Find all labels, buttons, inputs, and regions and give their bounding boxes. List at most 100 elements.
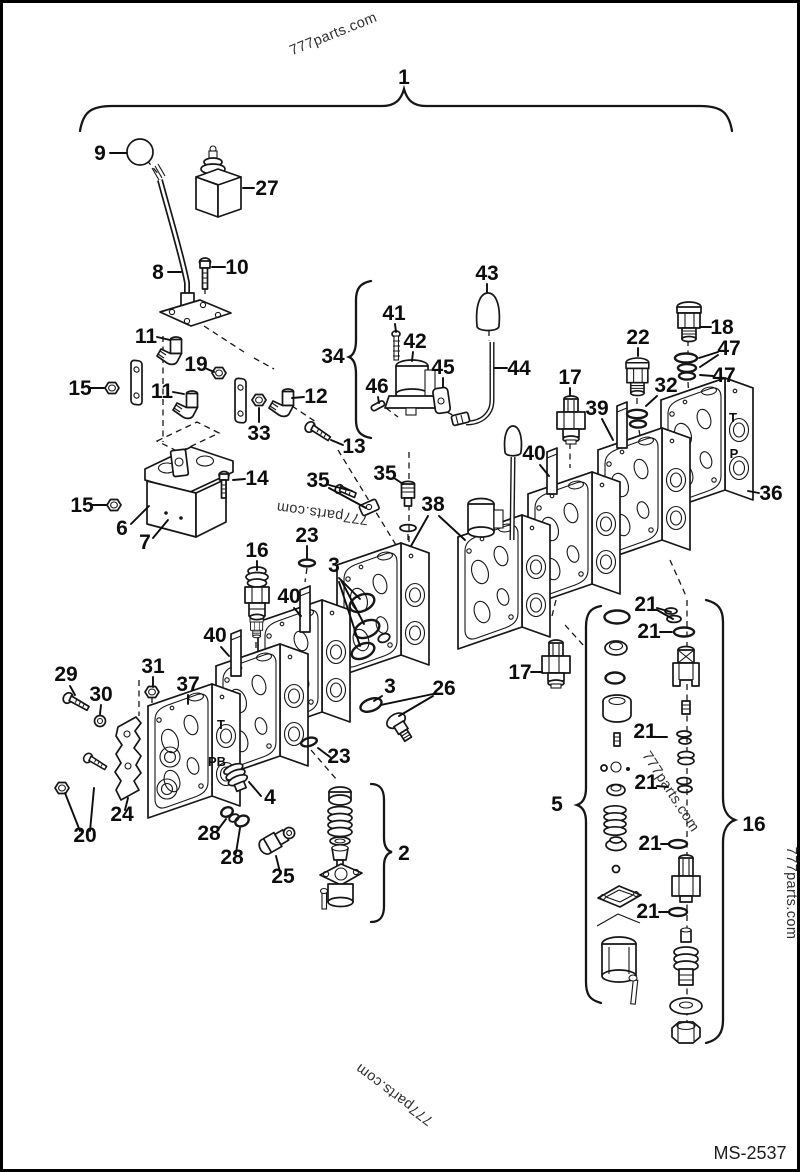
leader-line-36 [747,490,760,494]
leader-line-38 [438,515,466,541]
leader-line-13 [330,439,344,446]
callout-16: 16 [245,539,268,562]
group-brace-5 [573,604,603,1005]
leader-line-32 [645,395,658,407]
callout-44: 44 [507,357,531,380]
leader-line-14 [232,478,246,481]
callout-34: 34 [321,345,345,368]
callout-6: 6 [116,517,128,540]
relief-fitting [671,854,701,903]
leader-line-25 [275,855,281,873]
leader-line-28 [216,818,227,832]
plug-26 [386,712,413,743]
leader-line-19 [204,367,215,373]
callout-32: 32 [654,374,677,397]
solenoid-27 [195,145,242,218]
callout-30: 30 [89,683,112,706]
callout-40: 40 [522,442,545,465]
lever-assembly [126,138,232,327]
leader-line-35 [328,484,353,492]
leader-line-11 [172,391,185,395]
callout-13: 13 [342,435,365,458]
leader-line-21 [656,609,674,620]
assembly-brace-1 [78,84,734,133]
callout-21: 21 [634,771,658,794]
leader-line-26 [380,693,434,706]
pin-46 [370,400,386,412]
callout-33: 33 [247,422,270,445]
leader-line-21 [656,785,669,788]
leader-line-20 [64,792,81,832]
leader-line-35 [393,477,404,485]
leader-line-38 [410,515,429,547]
leader-line-11 [156,336,171,341]
callout-47: 47 [712,364,735,387]
callout-23: 23 [295,524,318,547]
screw-14 [218,470,230,499]
pilot-valve-35b [400,480,416,507]
callout-35: 35 [373,462,397,485]
callout-20: 20 [73,824,96,847]
screw-41 [391,330,401,361]
port-letter-layer: T PB T P [208,410,739,769]
leader-line-21 [656,607,672,613]
callout-2: 2 [398,842,410,865]
spool-rods-40 [230,401,628,677]
leader-line-40 [293,607,302,617]
callout-17: 17 [508,661,531,684]
callout-9: 9 [94,142,106,165]
leader-line-4 [248,781,262,797]
callout-43: 43 [475,262,498,285]
alignment-dashes [138,151,690,1028]
port-mark-T: T [217,717,225,732]
seal-kit-column-left [596,609,642,1005]
callout-36: 36 [759,482,782,505]
callout-16: 16 [742,813,765,836]
callout-1: 1 [398,66,410,89]
group-brace-34 [345,279,373,440]
leader-line-3 [340,579,365,625]
port-mark-T: T [729,410,737,425]
link-rod-44 [450,342,495,427]
callout-5: 5 [551,793,563,816]
callout-18: 18 [710,316,734,339]
group-brace-2 [369,782,393,924]
leader-line-30 [99,704,102,715]
lever-knob [126,138,154,166]
leader-line-3 [338,581,361,647]
leader-line-28 [235,827,241,854]
callout-37: 37 [176,673,199,696]
leader-line-3 [373,695,383,702]
callout-10: 10 [225,256,248,279]
callout-21: 21 [636,900,660,923]
callout-35: 35 [306,469,330,492]
callout-27: 27 [255,177,278,200]
callout-40: 40 [277,585,300,608]
fitting-25 [258,826,296,855]
callout-11: 11 [135,325,158,348]
lever-base-plate [159,299,232,327]
pilot-solenoid-on-section5 [467,497,504,538]
callout-8: 8 [152,261,164,284]
leader-line-24 [124,797,129,811]
callout-40: 40 [203,624,226,647]
leader-line-42 [411,351,414,362]
callout-25: 25 [271,865,295,888]
port-mark-P: P [730,446,739,461]
pilot-stack-2 [319,786,363,910]
callout-19: 19 [184,353,207,376]
valve-bank [147,377,754,819]
callout-3: 3 [328,554,340,577]
leader-line-47 [698,351,719,359]
callout-39: 39 [585,397,608,420]
callout-21: 21 [634,593,658,616]
callout-45: 45 [431,356,455,379]
callout-24: 24 [110,803,134,826]
callout-42: 42 [403,330,426,353]
port-mark-PB: PB [208,754,226,769]
leader-line-26 [398,695,434,717]
mount-plate-24 [114,716,142,801]
callout-28: 28 [197,822,221,845]
callout-21: 21 [633,720,657,743]
